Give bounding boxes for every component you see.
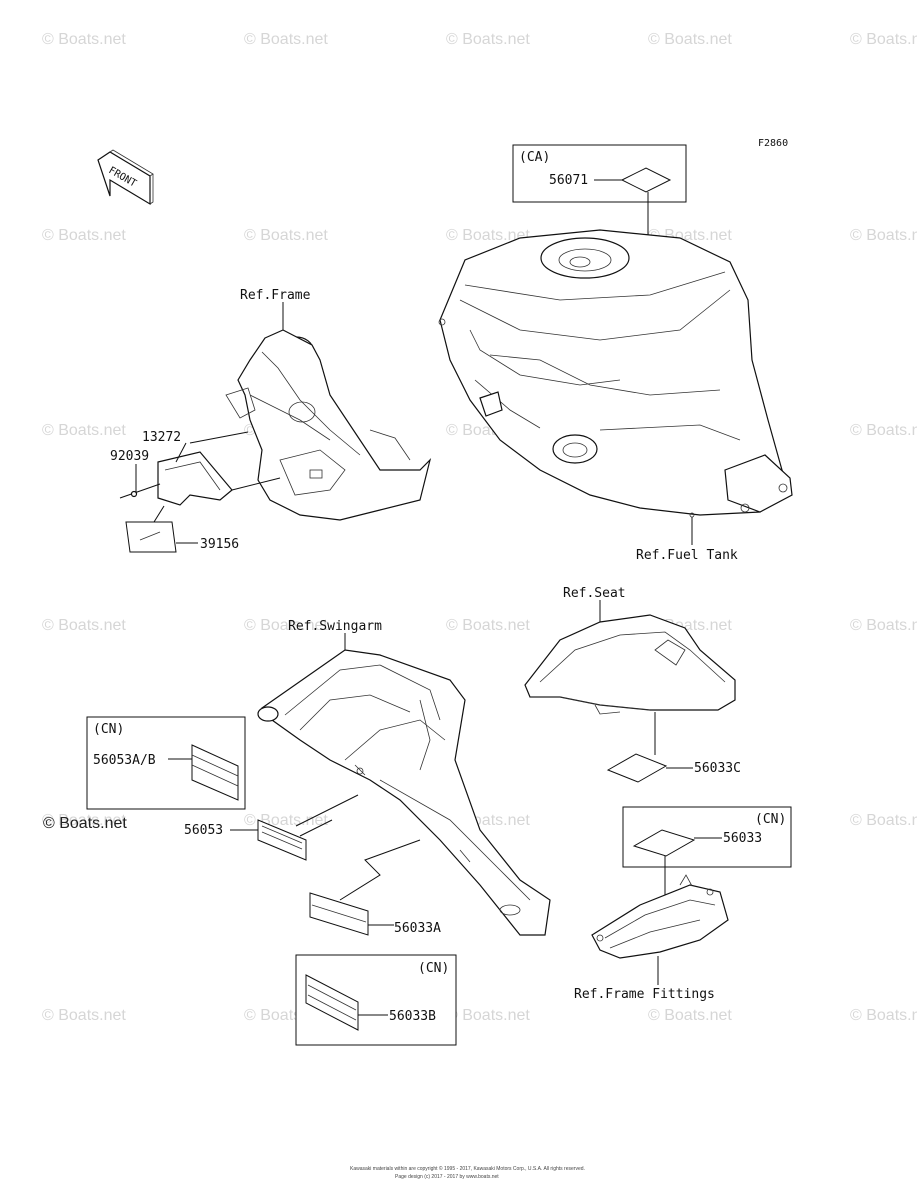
frame-fittings-illustration xyxy=(591,874,729,959)
watermark: © Boats.net xyxy=(42,422,126,439)
watermark: © Boats.net xyxy=(850,227,917,244)
footer-copyright: Kawasaki materials within are copyright … xyxy=(350,1165,585,1172)
diagram-code: F2860 xyxy=(758,138,788,149)
part-56053AB-label: 56053A/B xyxy=(93,753,156,768)
watermark-inline: © Boats.net xyxy=(43,815,127,832)
decal-56033C xyxy=(606,753,668,783)
part-56033C-label: 56033C xyxy=(694,761,741,776)
watermark: © Boats.net xyxy=(244,812,328,829)
watermark: © Boats.net xyxy=(648,31,732,48)
decal-56033A xyxy=(309,892,369,936)
seat-illustration xyxy=(524,614,736,715)
ref-fuel-tank-label: Ref.Fuel Tank xyxy=(636,548,738,563)
front-arrow-icon: FRONT xyxy=(97,149,154,206)
watermark: © Boats.net xyxy=(244,31,328,48)
decal-56053AB xyxy=(191,744,239,801)
watermark: © Boats.net xyxy=(446,1007,530,1024)
ref-frame-label: Ref.Frame xyxy=(240,288,311,303)
bracket-13272 xyxy=(157,451,233,506)
screw-92039 xyxy=(119,483,161,499)
ref-swingarm-label: Ref.Swingarm xyxy=(288,619,382,634)
footer-design: Page design (c) 2017 - 2017 by www.boats… xyxy=(395,1174,499,1180)
watermark: © Boats.net xyxy=(446,31,530,48)
watermark: © Boats.net xyxy=(42,812,126,829)
cn-box-right-label: (CN) xyxy=(755,812,786,827)
watermark: © Boats.net xyxy=(850,1007,917,1024)
part-56033B-label: 56033B xyxy=(389,1009,436,1024)
decal-56071 xyxy=(620,167,672,193)
watermark: © Boats.net xyxy=(850,812,917,829)
watermark: © Boats.net xyxy=(42,1007,126,1024)
ca-box-label: (CA) xyxy=(519,150,550,165)
decal-56033B xyxy=(305,974,359,1031)
part-56053-label: 56053 xyxy=(184,823,223,838)
watermark: © Boats.net xyxy=(446,617,530,634)
watermark: © Boats.net xyxy=(850,617,917,634)
watermark: © Boats.net xyxy=(446,227,530,244)
part-56033-label: 56033 xyxy=(723,831,762,846)
watermark: © Boats.net xyxy=(850,31,917,48)
label-39156 xyxy=(125,521,177,553)
frame-illustration: Ref.Frame xyxy=(225,288,432,521)
cn-box-left-label: (CN) xyxy=(93,722,124,737)
watermark: © Boats.net xyxy=(42,227,126,244)
part-39156-label: 39156 xyxy=(200,537,239,552)
decal-56053 xyxy=(257,819,307,861)
watermark: © Boats.net xyxy=(648,1007,732,1024)
watermark: © Boats.net xyxy=(244,617,328,634)
watermark: © Boats.net xyxy=(42,31,126,48)
watermark: © Boats.net xyxy=(850,422,917,439)
ref-seat-label: Ref.Seat xyxy=(563,586,626,601)
part-13272-label: 13272 xyxy=(142,430,181,445)
ref-frame-fittings-label: Ref.Frame Fittings xyxy=(574,987,715,1002)
fuel-tank-illustration xyxy=(438,229,793,518)
ca-box xyxy=(512,144,687,203)
decal-56033 xyxy=(632,829,696,857)
part-56071-label: 56071 xyxy=(549,173,588,188)
swingarm-illustration xyxy=(257,649,551,936)
watermark: © Boats.net xyxy=(42,617,126,634)
cn-box-bottom-label: (CN) xyxy=(418,961,449,976)
watermark: © Boats.net xyxy=(244,227,328,244)
part-56033A-label: 56033A xyxy=(394,921,441,936)
part-92039-label: 92039 xyxy=(110,449,149,464)
